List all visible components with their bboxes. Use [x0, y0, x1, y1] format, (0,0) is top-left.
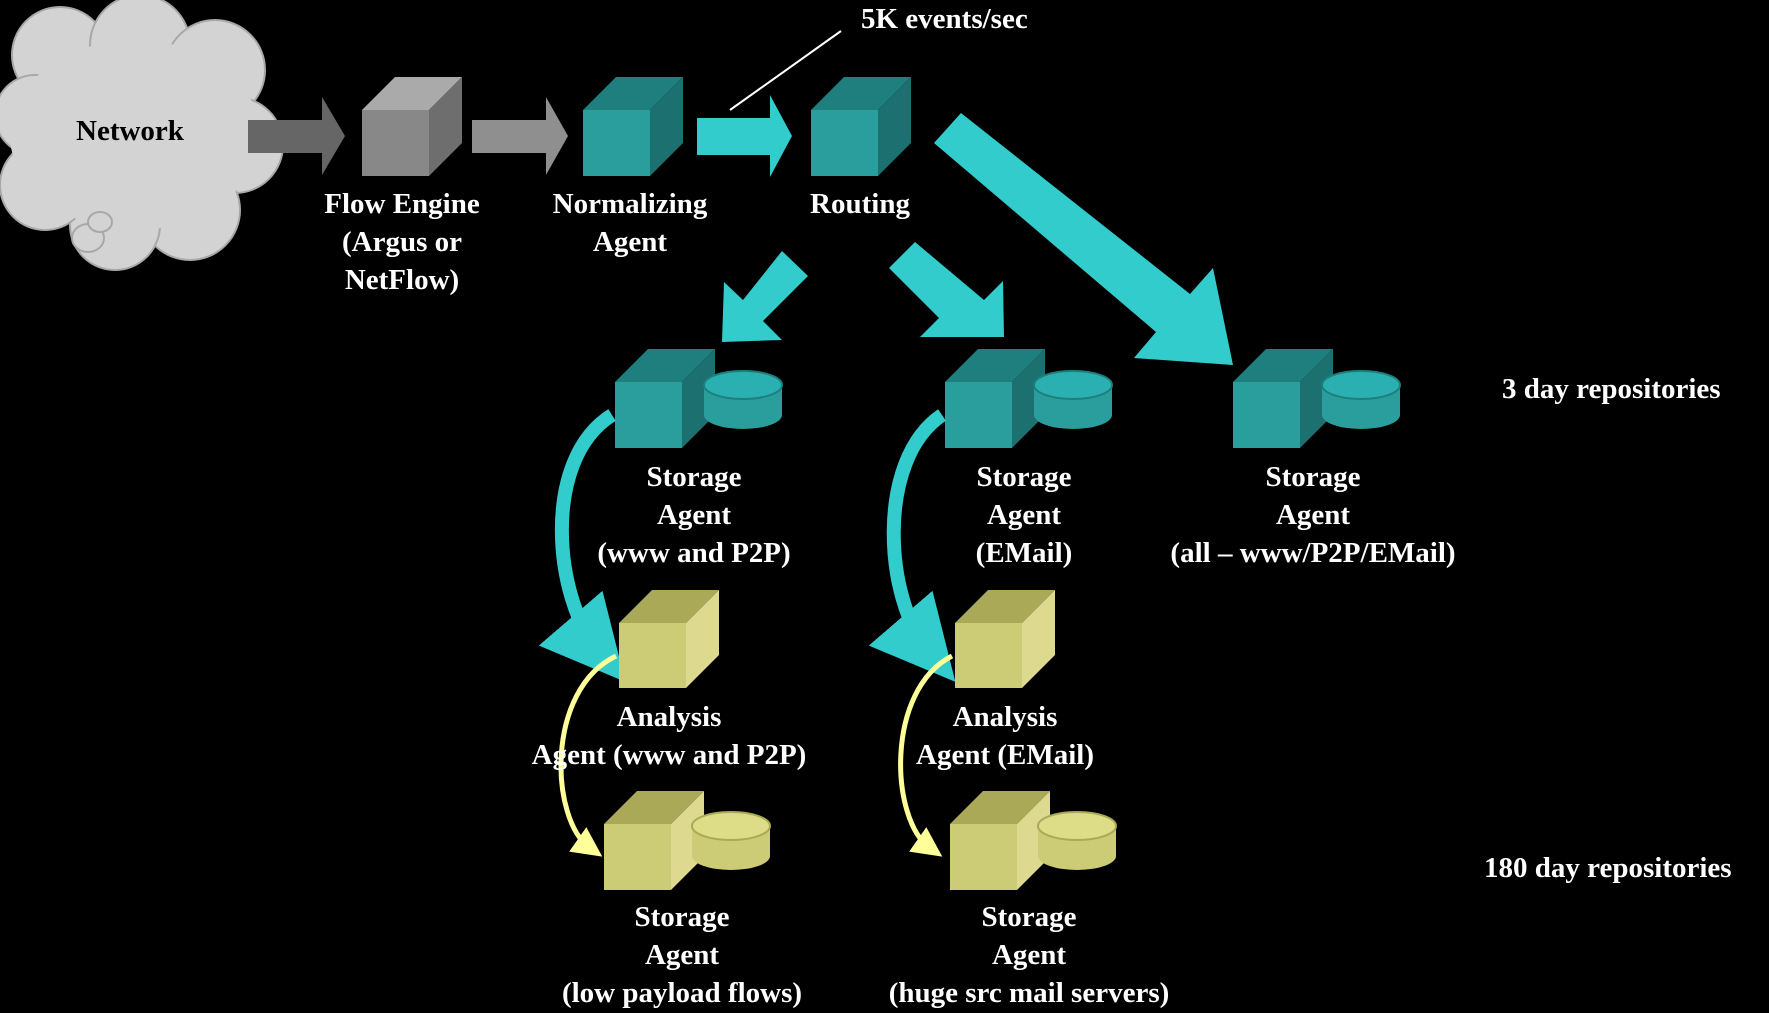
- label-line: Analysis: [952, 701, 1058, 733]
- label-line: Storage: [976, 461, 1072, 493]
- normalizing-cube: [583, 77, 683, 176]
- label-line: Agent: [1275, 499, 1351, 531]
- analysis-email-cube: [955, 590, 1055, 688]
- curve-analysis-email-to-storage: [898, 653, 954, 857]
- label-line: Flow Engine: [324, 188, 480, 220]
- arrow-flow-to-normalizing: [472, 97, 568, 175]
- label-line: (EMail): [975, 537, 1073, 569]
- label-line: Agent: [592, 226, 668, 258]
- curve-storage-email-to-analysis: [868, 409, 956, 682]
- storage-huge-cube: [950, 791, 1117, 890]
- label-line: (all – www/P2P/EMail): [1170, 537, 1456, 569]
- storage-email-cube: [945, 349, 1113, 448]
- storage-www-cube: [615, 349, 783, 448]
- network-label: Network: [76, 115, 184, 147]
- label-line: NetFlow): [344, 264, 460, 296]
- arrow-network-to-flow: [248, 97, 345, 175]
- label-line: Analysis: [616, 701, 722, 733]
- label-line: (huge src mail servers): [888, 977, 1170, 1009]
- analysis-www-cube: [619, 590, 719, 688]
- label-line: (www and P2P): [597, 537, 791, 569]
- label-line: Storage: [981, 901, 1077, 933]
- label-line: Agent: [656, 499, 732, 531]
- arrow-routing-to-storage-all: [934, 113, 1233, 365]
- routing-label: Routing: [760, 185, 960, 223]
- storage-low-cube: [604, 791, 771, 890]
- label-line: Storage: [646, 461, 742, 493]
- label-line: (Argus or: [341, 226, 462, 258]
- label-line: Agent: [644, 939, 720, 971]
- arrow-routing-to-storage-email: [889, 242, 1004, 337]
- flow-engine-label: Flow Engine (Argus or NetFlow): [302, 185, 502, 299]
- label-line: Normalizing: [552, 188, 708, 220]
- network-cloud: [0, 0, 284, 271]
- storage-all-cube: [1233, 349, 1401, 448]
- label-line: Routing: [810, 188, 910, 220]
- tier-180-day: 180 day repositories: [1484, 852, 1732, 884]
- label-line: (low payload flows): [561, 977, 803, 1009]
- arrow-routing-to-storage-www: [722, 251, 808, 342]
- tier-3-day: 3 day repositories: [1502, 373, 1721, 405]
- curve-storage-www-to-analysis: [538, 409, 626, 682]
- label-line: Agent (EMail): [916, 739, 1094, 771]
- routing-cube: [811, 77, 911, 176]
- label-line: Storage: [634, 901, 730, 933]
- label-line: Agent: [991, 939, 1067, 971]
- flow-engine-cube: [362, 77, 462, 176]
- annotation-events: 5K events/sec: [861, 3, 1028, 35]
- label-line: Agent: [986, 499, 1062, 531]
- curve-analysis-www-to-storage: [558, 653, 618, 857]
- annotation-leader-line: [729, 30, 842, 111]
- arrow-normalizing-to-routing: [697, 95, 792, 177]
- label-line: Agent (www and P2P): [531, 739, 807, 771]
- label-line: Storage: [1265, 461, 1361, 493]
